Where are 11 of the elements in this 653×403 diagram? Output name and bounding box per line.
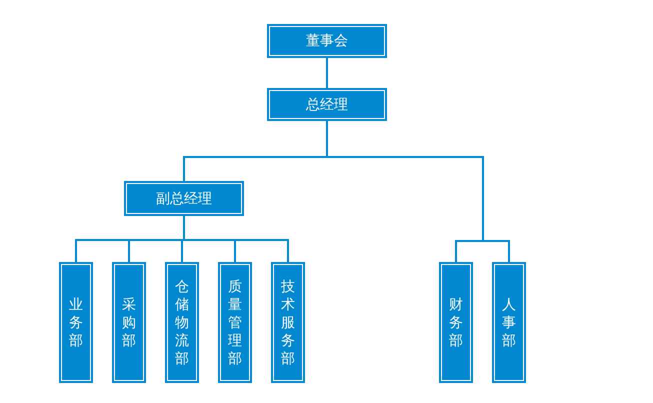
position-box: 副总经理 bbox=[124, 181, 244, 216]
department-box: 仓储物流部 bbox=[165, 262, 199, 383]
department-box: 质量管理部 bbox=[218, 262, 252, 383]
department-box: 技术服务部 bbox=[271, 262, 305, 383]
position-box: 总经理 bbox=[267, 88, 387, 121]
connector-line bbox=[326, 58, 328, 88]
department-box: 人事部 bbox=[492, 262, 526, 383]
department-box: 业务部 bbox=[59, 262, 93, 383]
department-box: 财务部 bbox=[439, 262, 473, 383]
position-box: 董事会 bbox=[267, 24, 387, 58]
department-box: 采购部 bbox=[112, 262, 146, 383]
